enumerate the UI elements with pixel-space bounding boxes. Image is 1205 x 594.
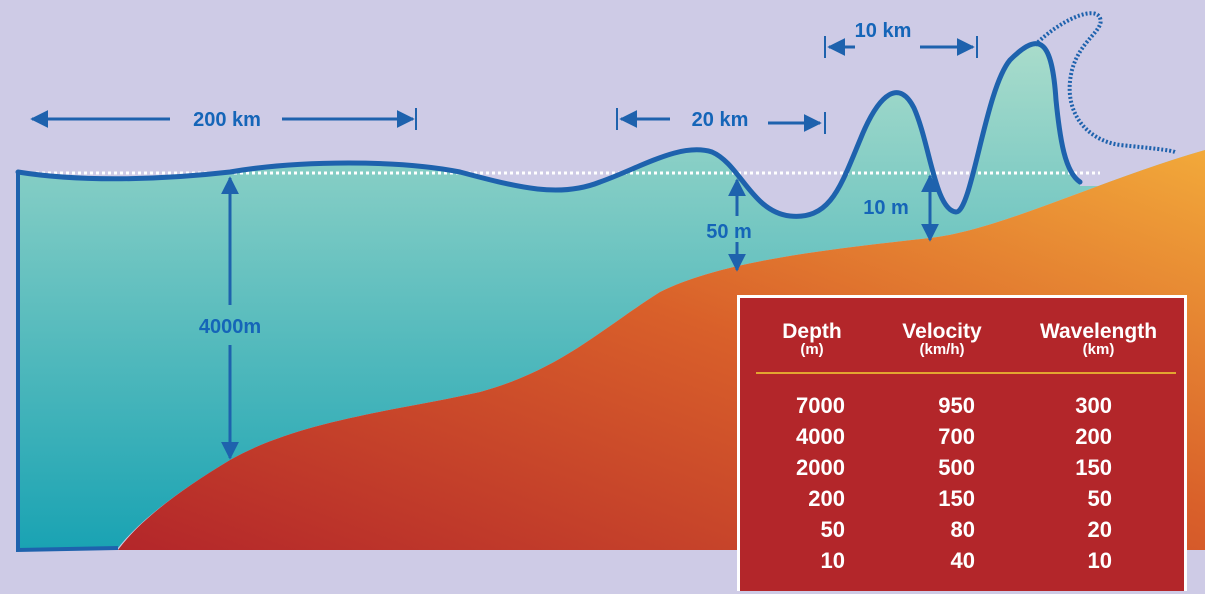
cell-wavelength: 10 xyxy=(1087,548,1112,573)
label-4000m: 4000m xyxy=(199,316,261,338)
ocean-floor-outline xyxy=(16,172,119,553)
label-50m: 50 m xyxy=(706,221,752,243)
label-10km: 10 km xyxy=(855,20,912,42)
cell-wavelength: 20 xyxy=(1087,517,1112,542)
tsunami-data-table: Depth (m) Velocity (km/h) Wavelength (km… xyxy=(737,295,1187,591)
label-20km: 20 km xyxy=(692,109,749,131)
ocean-water xyxy=(18,43,1205,548)
header-depth: Depth xyxy=(782,320,842,343)
unit-depth: (m) xyxy=(800,341,824,358)
label-200km: 200 km xyxy=(193,109,261,131)
cell-depth: 2000 xyxy=(796,455,845,480)
cell-depth: 200 xyxy=(808,486,845,511)
header-velocity: Velocity xyxy=(902,320,982,343)
cell-wavelength: 300 xyxy=(1075,393,1112,418)
wave-surface xyxy=(15,41,1083,219)
cell-wavelength: 50 xyxy=(1087,486,1112,511)
header-wavelength: Wavelength xyxy=(1039,320,1158,343)
unit-velocity: (km/h) xyxy=(919,341,965,358)
label-10m: 10 m xyxy=(863,197,909,219)
cell-velocity: 40 xyxy=(950,548,975,573)
header-rule xyxy=(756,372,1176,374)
cell-velocity: 950 xyxy=(938,393,975,418)
breaking-wave-crest xyxy=(1033,11,1176,154)
cell-depth: 4000 xyxy=(796,424,845,449)
unit-wavelength: (km) xyxy=(1082,341,1115,358)
cell-depth: 7000 xyxy=(796,393,845,418)
cell-wavelength: 150 xyxy=(1075,455,1112,480)
cell-velocity: 80 xyxy=(950,517,975,542)
cell-wavelength: 200 xyxy=(1075,424,1112,449)
cell-depth: 10 xyxy=(820,548,845,573)
cell-velocity: 150 xyxy=(938,486,975,511)
cell-velocity: 500 xyxy=(938,455,975,480)
cell-depth: 50 xyxy=(820,517,845,542)
cell-velocity: 700 xyxy=(938,424,975,449)
